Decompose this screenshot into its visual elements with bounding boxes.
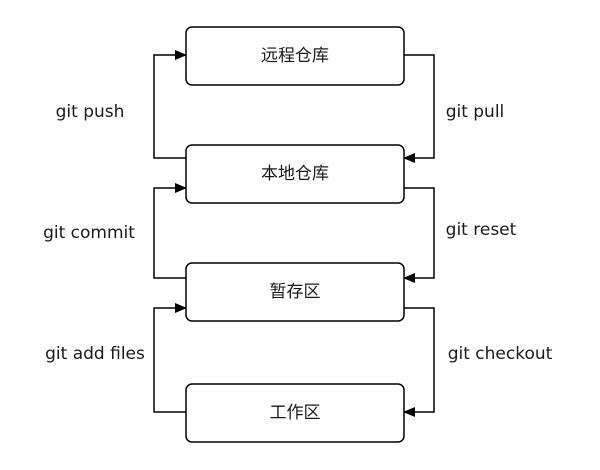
edge-push-label: git push <box>56 102 125 122</box>
edge-commit-label: git commit <box>43 223 135 243</box>
node-local-repo: 本地仓库 <box>185 144 405 204</box>
edge-add-label: git add files <box>45 344 145 364</box>
edge-reset-label: git reset <box>446 220 517 240</box>
edge-pull-label: git pull <box>446 102 505 122</box>
node-local-repo-label: 本地仓库 <box>261 164 329 184</box>
node-working-dir: 工作区 <box>185 383 405 443</box>
edge-push-arrow <box>153 50 187 159</box>
node-staging-area-label: 暂存区 <box>270 282 321 302</box>
node-working-dir-label: 工作区 <box>270 403 321 423</box>
node-remote-repo-label: 远程仓库 <box>261 46 329 66</box>
node-remote-repo: 远程仓库 <box>185 26 405 86</box>
edge-checkout-arrow <box>403 307 435 417</box>
edge-commit-arrow <box>153 183 187 279</box>
edge-pull-arrow <box>403 54 435 163</box>
edge-add-arrow <box>153 303 187 413</box>
edge-reset-arrow <box>403 187 435 283</box>
node-staging-area: 暂存区 <box>185 262 405 322</box>
edge-checkout-label: git checkout <box>448 344 553 364</box>
